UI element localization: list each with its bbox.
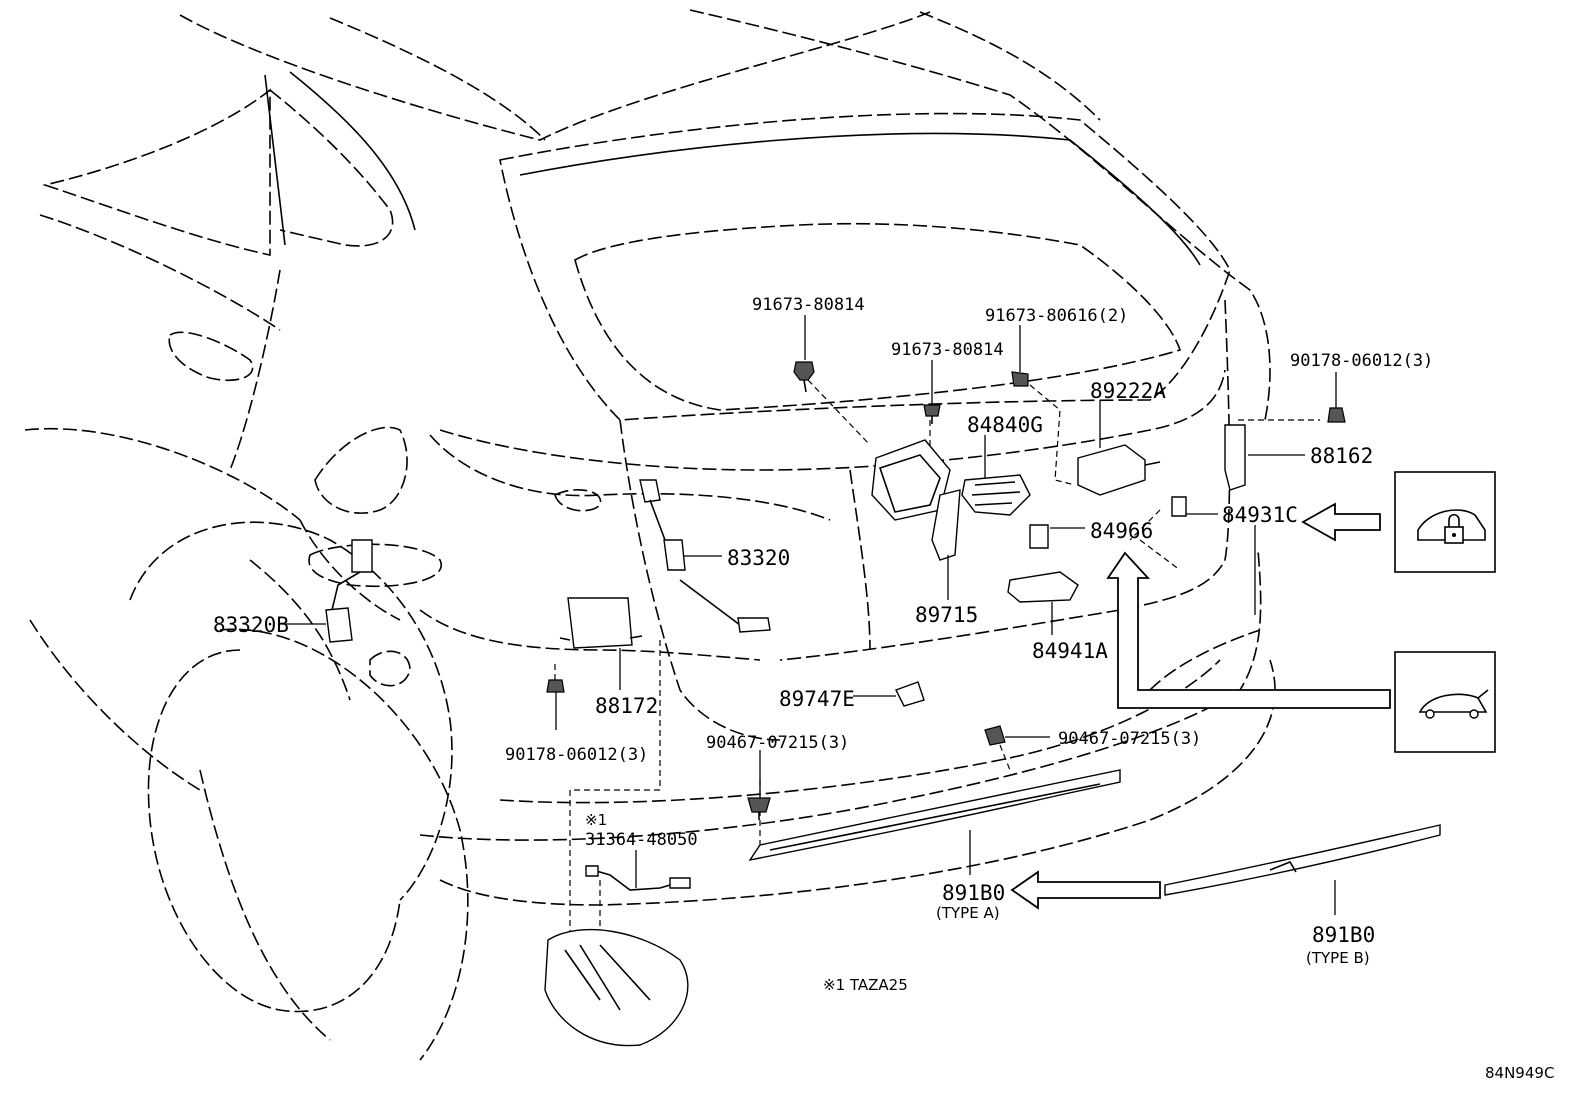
clip-90467-07215-a-part bbox=[747, 797, 771, 820]
label-89747E: 89747E bbox=[779, 687, 855, 711]
padlock-icon bbox=[1444, 513, 1464, 544]
bolt-91673-80814-b-part bbox=[923, 404, 941, 424]
label-91673-80814-a: 91673-80814 bbox=[752, 295, 865, 315]
sublabel-891B0-b: (TYPE B) bbox=[1306, 949, 1370, 967]
label-88172: 88172 bbox=[595, 694, 658, 718]
label-84966: 84966 bbox=[1090, 519, 1153, 543]
arrow-to-84931C bbox=[1301, 502, 1381, 542]
label-88162: 88162 bbox=[1310, 444, 1373, 468]
label-90178-06012-b: 90178-06012(3) bbox=[505, 745, 648, 765]
arrow-to-891B0-a bbox=[1010, 870, 1161, 910]
switch-84931C-part bbox=[1171, 496, 1187, 517]
diagram-id: 84N949C bbox=[1485, 1064, 1554, 1082]
sensor-88162-part bbox=[1224, 424, 1246, 491]
motor-assembly-part bbox=[544, 928, 689, 1047]
label-84941A: 84941A bbox=[1032, 639, 1108, 663]
label-84840G: 84840G bbox=[967, 413, 1043, 437]
harness-31364-48050-part bbox=[585, 865, 691, 891]
bolt-91673-80814-a-part bbox=[793, 361, 815, 393]
label-91673-80616: 91673-80616(2) bbox=[985, 306, 1128, 326]
arrow-to-84966 bbox=[1106, 551, 1391, 709]
switch-84941A-part bbox=[1007, 571, 1079, 603]
label-89715: 89715 bbox=[915, 603, 978, 627]
bolt-91673-80616-part bbox=[1011, 371, 1029, 387]
sensor-83320B-part bbox=[325, 539, 373, 643]
sensor-891B0-b-part bbox=[1164, 824, 1441, 896]
vehicle-body-outline bbox=[24, 9, 1276, 1061]
label-90467-07215-a: 90467-07215(3) bbox=[706, 733, 849, 753]
module-89222A-part bbox=[1077, 444, 1161, 496]
ecu-88172-part bbox=[559, 597, 643, 649]
label-91673-80814-b: 91673-80814 bbox=[891, 340, 1004, 360]
switch-84840G-part bbox=[961, 474, 1031, 516]
label-90467-07215-b: 90467-07215(3) bbox=[1058, 729, 1201, 749]
labels: 91673-80814 91673-80814 91673-80616(2) 9… bbox=[213, 295, 1554, 1082]
label-83320: 83320 bbox=[727, 546, 790, 570]
switch-84966-part bbox=[1029, 524, 1049, 549]
label-89222A: 89222A bbox=[1090, 379, 1166, 403]
sensor-83320-part bbox=[639, 479, 771, 633]
legend-lock-icon-box bbox=[1394, 471, 1496, 573]
clip-90467-07215-b-part bbox=[984, 725, 1006, 746]
clip-90178-06012-a-part bbox=[1327, 407, 1346, 423]
note-marker-label: ※1 bbox=[585, 811, 607, 829]
vehicle-rear-icon bbox=[1418, 689, 1489, 719]
footnote-text: ※1 TAZA25 bbox=[823, 976, 908, 994]
label-891B0-b: 891B0 bbox=[1312, 923, 1375, 947]
clip-90178-06012-b-part bbox=[546, 679, 565, 693]
sublabel-891B0-a: (TYPE A) bbox=[936, 904, 1000, 922]
sensor-89747E-part bbox=[895, 681, 925, 707]
label-84931C: 84931C bbox=[1222, 503, 1298, 527]
legend-vehicle-icon-box bbox=[1394, 651, 1496, 753]
leader-lines bbox=[280, 315, 1337, 915]
label-891B0-a: 891B0 bbox=[942, 881, 1005, 905]
label-83320B: 83320B bbox=[213, 613, 289, 637]
label-31364-48050: 31364-48050 bbox=[585, 830, 698, 850]
label-90178-06012-a: 90178-06012(3) bbox=[1290, 351, 1433, 371]
sensor-891B0-a-part bbox=[748, 769, 1121, 862]
